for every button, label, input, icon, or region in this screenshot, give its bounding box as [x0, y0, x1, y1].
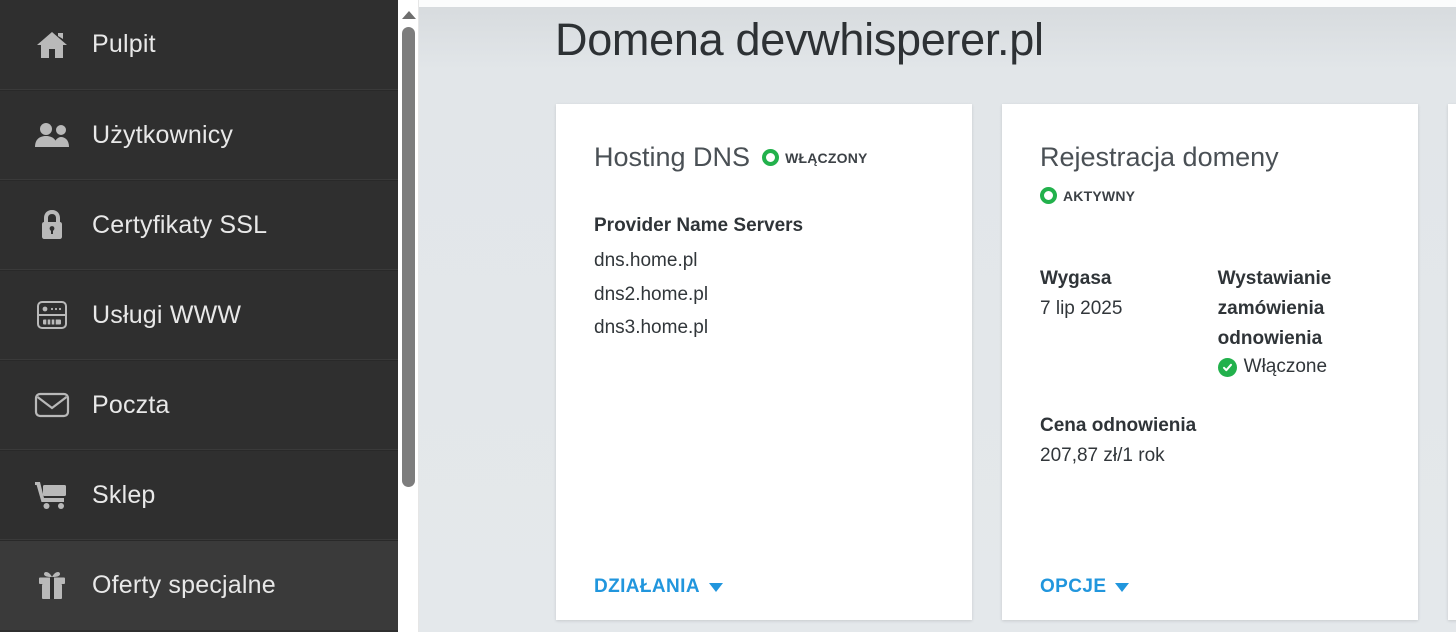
sidebar-item-label: Usługi WWW — [92, 300, 242, 329]
sidebar-item-label: Użytkownicy — [92, 120, 234, 149]
opcje-label: OPCJE — [1040, 576, 1107, 597]
cards-container: Hosting DNS WŁĄCZONY Provider Name Serve… — [556, 104, 1456, 620]
sidebar-item-sklep[interactable]: Sklep — [0, 450, 398, 540]
scroll-up-arrow-icon[interactable] — [398, 8, 419, 22]
page-title: Domena devwhisperer.pl — [555, 14, 1044, 65]
card-header: Rejestracja domeny — [1040, 142, 1380, 173]
sidebar-item-certyfikaty-ssl[interactable]: Certyfikaty SSL — [0, 180, 398, 270]
nameserver-item: dns3.home.pl — [594, 317, 709, 338]
sidebar-item-label: Certyfikaty SSL — [92, 210, 268, 239]
card-header: Hosting DNS WŁĄCZONY — [594, 142, 934, 173]
renewal-order-value: Włączone — [1243, 356, 1328, 377]
status-label: WŁĄCZONY — [785, 149, 868, 166]
sidebar: Pulpit Użytkownicy — [0, 0, 398, 632]
dzialania-label: DZIAŁANIA — [594, 576, 700, 597]
details-columns: Wygasa 7 lip 2025 Wystawianie zamówienia… — [1040, 264, 1380, 378]
expires-value: 7 lip 2025 — [1040, 298, 1123, 319]
card-title: Hosting DNS — [594, 142, 751, 172]
sidebar-item-label: Pulpit — [92, 30, 156, 58]
expires-label: Wygasa — [1040, 268, 1112, 289]
main-content: Domena devwhisperer.pl Hosting DNS WŁĄCZ… — [419, 0, 1456, 632]
card-hosting-dns: Hosting DNS WŁĄCZONY Provider Name Serve… — [556, 104, 972, 620]
status-ring-icon — [1040, 187, 1057, 204]
renewal-order-status: Włączone — [1217, 356, 1380, 378]
chevron-down-icon — [1115, 582, 1130, 592]
envelope-icon — [30, 385, 74, 425]
gift-icon — [30, 565, 74, 605]
sidebar-item-label: Oferty specjalne — [92, 570, 276, 599]
chevron-down-icon — [708, 582, 723, 592]
server-icon — [30, 295, 74, 335]
price-value: 207,87 zł/1 rok — [1040, 445, 1165, 466]
sidebar-item-pulpit[interactable]: Pulpit — [0, 0, 398, 90]
status-ring-icon — [762, 149, 780, 166]
nameservers-block: Provider Name Servers dns.home.pl dns2.h… — [594, 215, 934, 345]
sidebar-item-label: Poczta — [92, 390, 170, 419]
status-label: AKTYWNY — [1063, 187, 1136, 204]
expires-column: Wygasa 7 lip 2025 — [1040, 264, 1218, 378]
users-icon — [30, 115, 74, 155]
renewal-order-column: Wystawianie zamówienia odnowienia Włączo… — [1217, 264, 1380, 378]
opcje-button[interactable]: OPCJE — [1040, 576, 1130, 598]
status-badge: AKTYWNY — [1040, 187, 1135, 204]
card-next-partial — [1448, 104, 1456, 620]
price-label: Cena odnowienia — [1040, 415, 1197, 436]
card-title: Rejestracja domeny — [1040, 142, 1279, 172]
lock-icon — [30, 205, 74, 245]
nameserver-item: dns.home.pl — [594, 250, 698, 271]
price-block: Cena odnowienia 207,87 zł/1 rok — [1040, 411, 1380, 471]
sidebar-item-uzytkownicy[interactable]: Użytkownicy — [0, 90, 398, 180]
card-rejestracja-domeny: Rejestracja domeny AKTYWNY Wygasa 7 lip … — [1002, 104, 1418, 620]
home-icon — [30, 25, 74, 65]
check-circle-icon — [1217, 357, 1237, 377]
nameservers-heading: Provider Name Servers — [594, 215, 804, 236]
renewal-order-label: Wystawianie zamówienia odnowienia — [1217, 268, 1332, 349]
nameserver-item: dns2.home.pl — [594, 283, 709, 305]
cart-icon — [30, 475, 74, 515]
dzialania-button[interactable]: DZIAŁANIA — [594, 576, 723, 598]
sidebar-item-poczta[interactable]: Poczta — [0, 360, 398, 450]
sidebar-scrollbar[interactable] — [398, 0, 419, 632]
sidebar-item-label: Sklep — [92, 480, 156, 509]
status-badge: WŁĄCZONY — [762, 149, 867, 166]
sidebar-item-oferty-specjalne[interactable]: Oferty specjalne — [0, 540, 398, 630]
sidebar-item-uslugi-www[interactable]: Usługi WWW — [0, 270, 398, 360]
scrollbar-thumb[interactable] — [402, 27, 415, 487]
